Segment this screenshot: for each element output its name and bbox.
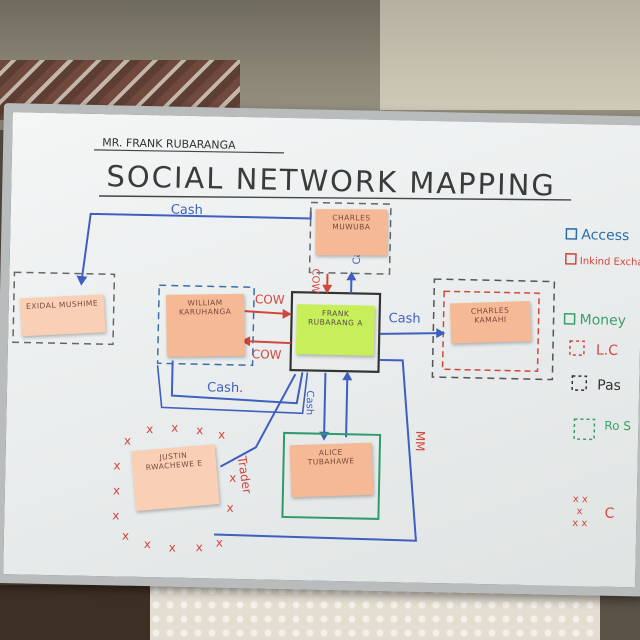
legend-label-access: Access	[581, 227, 629, 244]
svg-text:x: x	[196, 540, 203, 554]
lace-tablecloth	[150, 585, 600, 640]
legend-label-pas: Pas	[597, 377, 621, 393]
legend-label-ro: Ro S	[604, 419, 631, 434]
note-alice: ALICE TUBAHAWE	[289, 442, 374, 498]
edge-label-cow-1: COW	[255, 292, 285, 307]
cow-arrow-1	[244, 310, 290, 316]
svg-text:x: x	[196, 423, 203, 437]
legend-swatch-pas	[571, 375, 588, 392]
svg-text:x: x	[229, 471, 236, 485]
legend-swatch-access	[565, 228, 578, 240]
alice-box	[281, 431, 382, 520]
author-text: MR. FRANK RUBARANGA	[102, 136, 236, 152]
cash-arrow-right	[380, 332, 441, 335]
legend-swatch-inkind	[564, 253, 577, 265]
arrowhead	[342, 371, 353, 381]
dashed-box-william	[156, 284, 255, 367]
svg-text:x: x	[146, 422, 153, 436]
table-edge	[0, 585, 150, 640]
svg-text:x: x	[113, 458, 120, 472]
edge-label-mm: MM	[413, 431, 427, 452]
legend: Access Inkind Exchange Money L.C Pas Ro …	[563, 227, 640, 529]
whiteboard: MR. FRANK RUBARANGA SOCIAL NETWORK MAPPI…	[0, 103, 640, 597]
dashed-box-charles-top	[308, 201, 392, 275]
mm-line	[213, 358, 418, 542]
trader-line	[219, 373, 297, 468]
edge-label-cash-top: Cash	[171, 203, 203, 219]
arrowhead	[346, 271, 357, 281]
legend-swatch-lc	[569, 340, 585, 356]
svg-text:x: x	[216, 536, 223, 550]
svg-text:x: x	[218, 428, 225, 442]
note-william: WILLIAM KARUHANGA	[165, 293, 245, 357]
svg-text:x: x	[124, 434, 131, 448]
edge-label-cow-vertical: COW	[309, 268, 321, 293]
edge-label-trader: Trader	[235, 454, 255, 495]
svg-text:x x: x x	[572, 518, 587, 529]
dashed-box-left	[12, 271, 116, 346]
title-underline	[99, 195, 572, 201]
note-charles-top: CHARLES MUWUBA	[315, 209, 388, 256]
dashed-box-charles-right-outer	[431, 278, 556, 381]
author-underline	[94, 149, 285, 154]
arrowhead	[282, 308, 292, 319]
svg-text:x: x	[112, 508, 119, 522]
svg-text:x: x	[169, 541, 176, 555]
svg-text:x: x	[113, 483, 120, 497]
legend-label-inkind: Inkind Exchange	[580, 256, 640, 269]
legend-swatch-c: x xxx x	[572, 494, 588, 529]
dashed-box-charles-right-inner	[441, 290, 540, 372]
edge-label-cash-mid: Cash.	[207, 380, 244, 396]
svg-text:x: x	[576, 506, 582, 517]
center-box	[289, 290, 382, 374]
legend-label-lc: L.C	[596, 342, 619, 358]
cash-arrow-up	[345, 375, 349, 438]
legend-swatch-ro	[573, 418, 596, 441]
note-justine: JUSTIN RWACHEWE E	[130, 444, 220, 512]
wall-background	[380, 0, 640, 110]
cash-loop-mid-2	[156, 365, 309, 415]
arrowhead	[241, 336, 251, 347]
edge-label-cash-down: Cash	[304, 390, 316, 415]
legend-label-money: Money	[579, 312, 626, 329]
cow-arrow-2	[244, 340, 292, 345]
note-center: FRANK RUBARANG A	[295, 304, 375, 356]
cash-loop-top	[80, 211, 312, 284]
legend-swatch-money	[563, 313, 576, 325]
svg-text:x: x	[226, 501, 233, 515]
note-left-person: EXIDAL MUSHIME	[19, 294, 106, 337]
arrowhead	[76, 275, 88, 286]
arrowhead	[322, 284, 333, 294]
svg-text:x: x	[171, 421, 178, 435]
edge-label-cash-right: Cash	[388, 311, 420, 327]
arrowhead	[436, 328, 446, 339]
svg-text:x x: x x	[573, 494, 588, 505]
edge-label-cow-2: COW	[252, 347, 282, 362]
legend-label-c: C	[604, 506, 614, 522]
cash-arrow-down	[323, 372, 327, 437]
svg-text:x: x	[144, 537, 151, 551]
cash-loop-mid	[170, 360, 304, 405]
note-charles-right: CHARLES KAMAHI	[449, 300, 532, 344]
svg-text:x: x	[122, 529, 129, 543]
